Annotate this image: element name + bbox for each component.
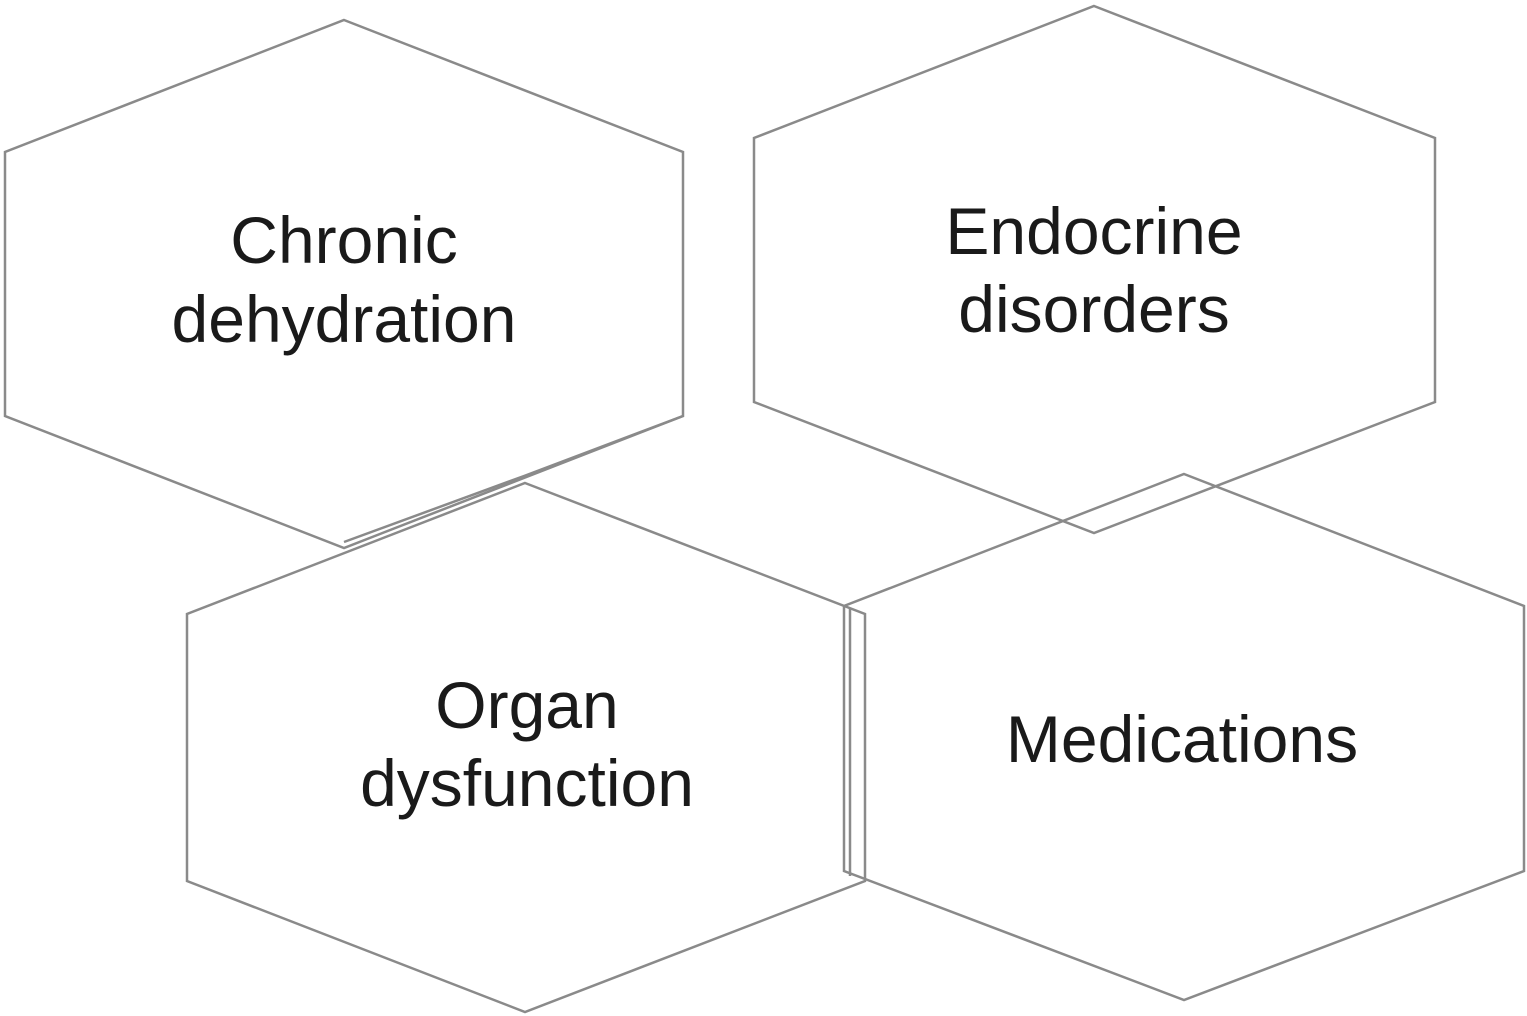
hexagon-label-line: Medications <box>1006 702 1358 776</box>
hexagon-organ-dysfunction: Organ dysfunction <box>185 481 867 1014</box>
hexagon-label-line: Chronic <box>230 203 457 277</box>
hexagon-label-line: dysfunction <box>360 746 694 820</box>
hexagon-label-line: dehydration <box>172 282 517 356</box>
overlap-edge <box>343 414 684 544</box>
hexagon-shape <box>842 472 1526 1002</box>
hexagon-label-line: Organ <box>435 668 618 742</box>
hexagon-label-line: Endocrine <box>945 194 1242 268</box>
hexagon-shape <box>3 18 685 550</box>
hexagon-medications: Medications <box>842 472 1526 1002</box>
hexagon-label-line: disorders <box>958 272 1229 346</box>
hexagon-chronic-dehydration: Chronic dehydration <box>3 18 685 550</box>
hexagon-shape <box>185 481 867 1014</box>
hexagon-shape <box>752 4 1437 535</box>
hexagon-endocrine-disorders: Endocrine disorders <box>752 4 1437 535</box>
